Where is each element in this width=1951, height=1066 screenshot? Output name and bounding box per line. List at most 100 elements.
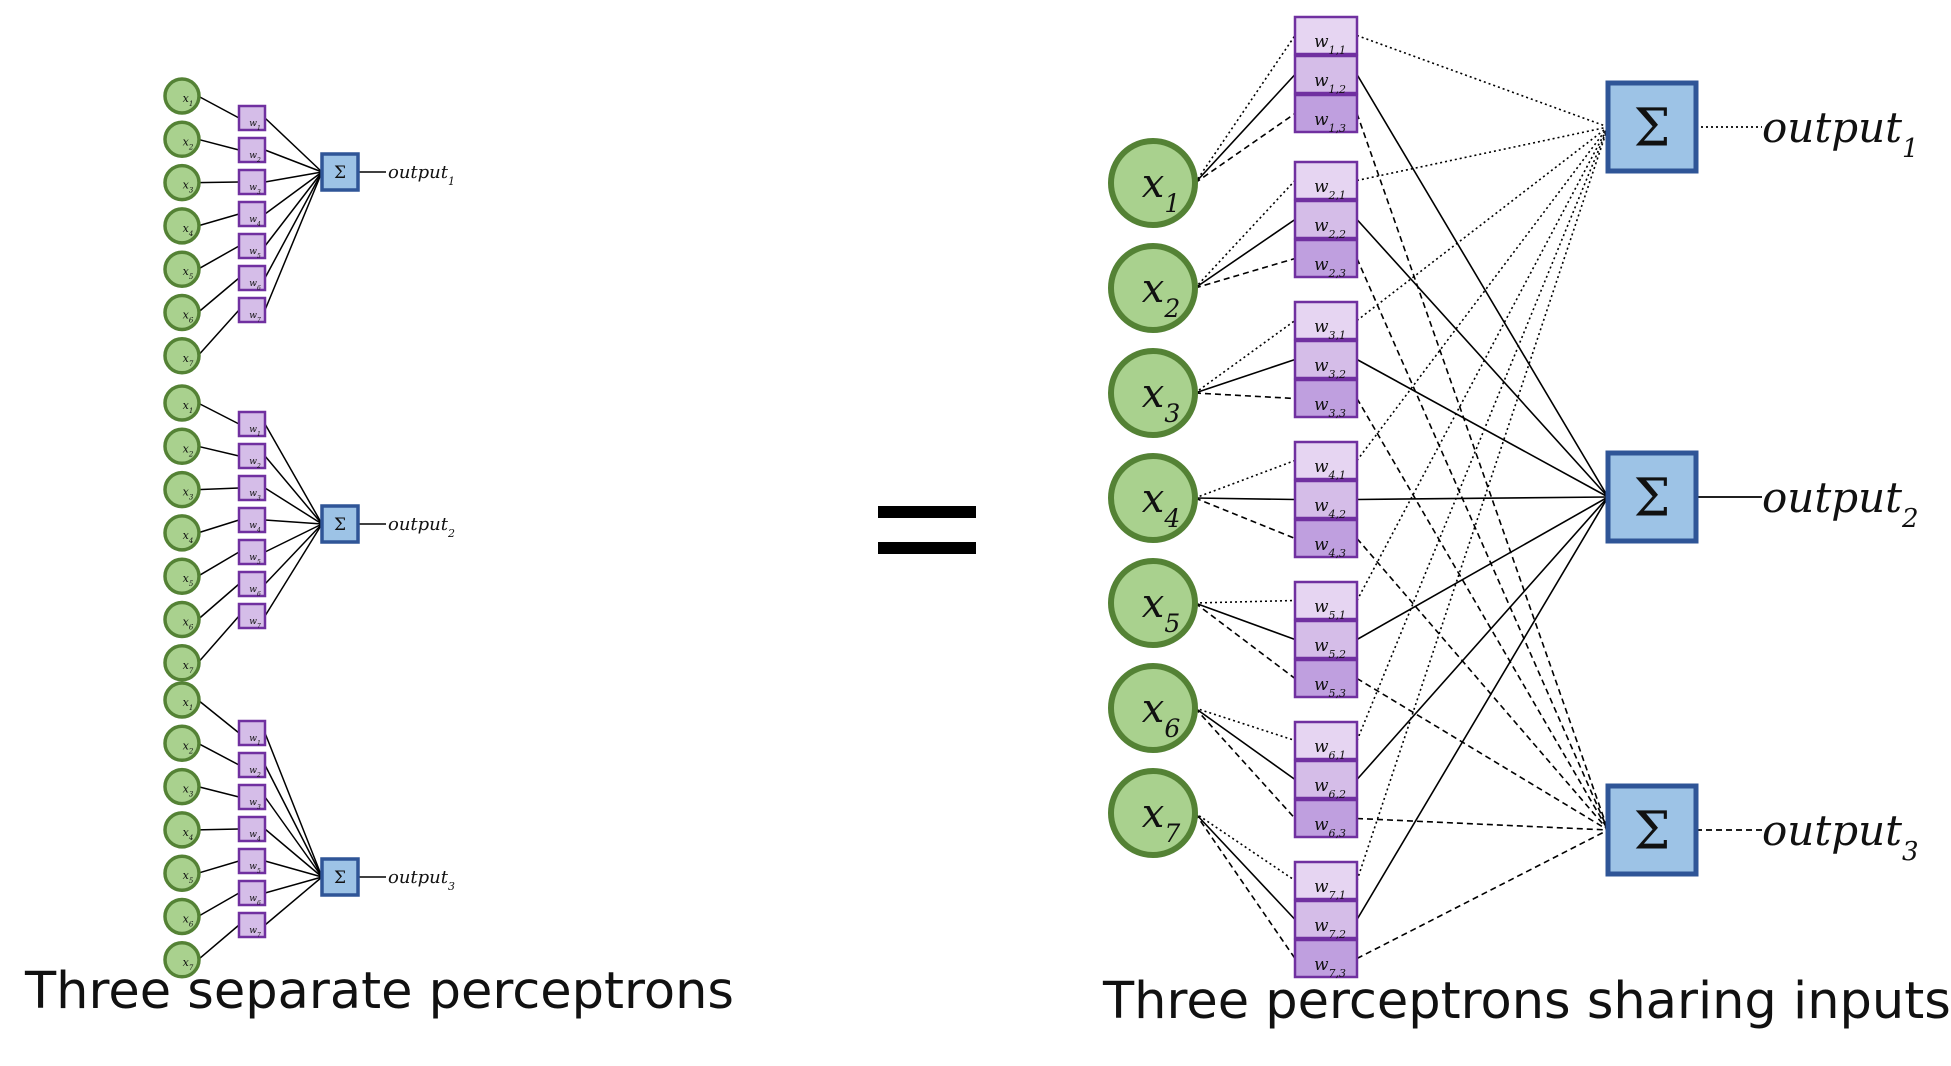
- left-weight-sum-line: [264, 764, 323, 878]
- right-weight-label: w2,2: [1314, 216, 1346, 241]
- left-weight-sum-line: [264, 523, 323, 553]
- left-weight-sum-line: [264, 171, 323, 215]
- right-weight-box: [1293, 798, 1359, 839]
- left-input-node: [163, 600, 201, 639]
- right-weight-label: w3,2: [1314, 356, 1346, 381]
- left-weight-sum-line: [264, 876, 323, 926]
- right-weight-label: w5,3: [1314, 675, 1346, 700]
- left-input-node: [163, 514, 201, 552]
- left-input-weight-line: [197, 277, 240, 314]
- left-weight-sum-line: [264, 117, 323, 173]
- right-input-node: [1108, 768, 1198, 858]
- right-weight-label: w1,1: [1314, 32, 1346, 57]
- right-weight-box: [1293, 860, 1359, 901]
- left-output-label: output2: [388, 514, 455, 540]
- left-input-label: x6: [183, 309, 194, 325]
- right-weight-box: [1293, 619, 1359, 660]
- left-output-label: output1: [388, 162, 455, 188]
- left-input-label: x1: [183, 399, 194, 415]
- left-input-label: x5: [183, 869, 194, 885]
- left-input-weight-line: [197, 213, 240, 227]
- right-weight-box: [1293, 54, 1359, 95]
- left-input-weight-line: [197, 828, 240, 831]
- right-weight-sum-line: [1356, 358, 1609, 498]
- left-output-label: output3: [388, 867, 455, 893]
- right-weight-label: w2,1: [1314, 177, 1346, 202]
- right-input-label: x5: [1142, 581, 1180, 638]
- equals-sign: [878, 498, 976, 560]
- left-input-node: [163, 644, 201, 682]
- left-weight-sum-line: [264, 171, 323, 279]
- left-input-label: x4: [183, 222, 194, 238]
- sum-box: [320, 504, 360, 544]
- left-weight-sum-line: [264, 455, 323, 525]
- left-weight-box: [237, 264, 267, 292]
- right-input-weight-line: [1194, 319, 1296, 394]
- left-weight-sum-line: [264, 423, 323, 525]
- right-weight-box: [1293, 15, 1359, 56]
- right-output-label: output2: [1762, 473, 1919, 534]
- right-weight-sum-line: [1356, 126, 1609, 461]
- right-weight-label: w7,3: [1314, 955, 1346, 980]
- left-input-node: [163, 207, 201, 245]
- left-weight-box: [237, 104, 267, 132]
- left-input-weight-line: [197, 309, 240, 357]
- left-input-weight-line: [197, 402, 240, 425]
- right-weight-label: w2,3: [1314, 255, 1346, 280]
- sigma-symbol: Σ: [1634, 99, 1671, 159]
- sum-box: [1605, 783, 1699, 877]
- right-weight-sum-line: [1356, 126, 1609, 182]
- right-weight-label: w4,1: [1314, 457, 1346, 482]
- left-weight-sum-line: [264, 860, 323, 878]
- left-weight-label: w3: [249, 489, 261, 502]
- right-weight-sum-line: [1356, 113, 1609, 831]
- left-input-label: x7: [183, 659, 194, 675]
- right-weight-label: w4,2: [1314, 496, 1346, 521]
- left-input-label: x5: [183, 572, 194, 588]
- left-input-label: x3: [183, 783, 194, 799]
- left-weight-sum-line: [264, 171, 323, 183]
- left-weight-sum-line: [264, 171, 323, 247]
- left-weight-label: w6: [249, 585, 261, 598]
- left-input-node: [163, 854, 201, 892]
- right-input-weight-line: [1194, 73, 1296, 184]
- right-input-weight-line: [1194, 459, 1296, 499]
- right-input-weight-line: [1194, 497, 1296, 540]
- right-input-weight-line: [1194, 257, 1296, 289]
- left-input-label: x2: [183, 442, 194, 458]
- left-weight-box: [237, 410, 267, 438]
- left-weight-label: w3: [249, 798, 261, 811]
- right-input-node: [1108, 243, 1198, 333]
- sum-box: [1605, 80, 1699, 174]
- left-input-label: x6: [183, 616, 194, 632]
- left-input-node: [163, 337, 201, 375]
- left-weight-sum-line: [264, 519, 323, 525]
- left-input-node: [163, 384, 201, 422]
- left-weight-label: w3: [249, 183, 261, 196]
- left-input-label: x4: [183, 529, 194, 545]
- left-input-node: [163, 681, 201, 719]
- sum-box: [320, 857, 360, 897]
- right-input-node: [1108, 453, 1198, 543]
- left-weight-sum-line: [264, 796, 323, 878]
- left-input-node: [163, 427, 201, 466]
- left-sum-node: Σ: [320, 857, 360, 897]
- left-input-weight-line: [197, 892, 240, 918]
- right-weight-label: w1,3: [1314, 110, 1346, 135]
- left-input-weight-line: [197, 95, 240, 119]
- left-weight-box: [237, 815, 267, 843]
- left-weight-sum-line: [264, 732, 323, 878]
- right-input-label: x6: [1142, 686, 1181, 743]
- right-weight-sum-line: [1356, 126, 1609, 881]
- left-weight-box: [237, 442, 267, 470]
- left-input-weight-line: [197, 445, 240, 457]
- right-input-label: x4: [1142, 476, 1180, 533]
- right-weight-box: [1293, 479, 1359, 520]
- left-connections: [197, 95, 386, 961]
- right-input-weight-line: [1194, 707, 1296, 820]
- right-weight-sum-line: [1356, 496, 1609, 920]
- left-weight-label: w7: [249, 311, 261, 324]
- left-input-label: x4: [183, 826, 194, 842]
- sum-box: [320, 152, 360, 192]
- right-input-label: x2: [1142, 266, 1180, 323]
